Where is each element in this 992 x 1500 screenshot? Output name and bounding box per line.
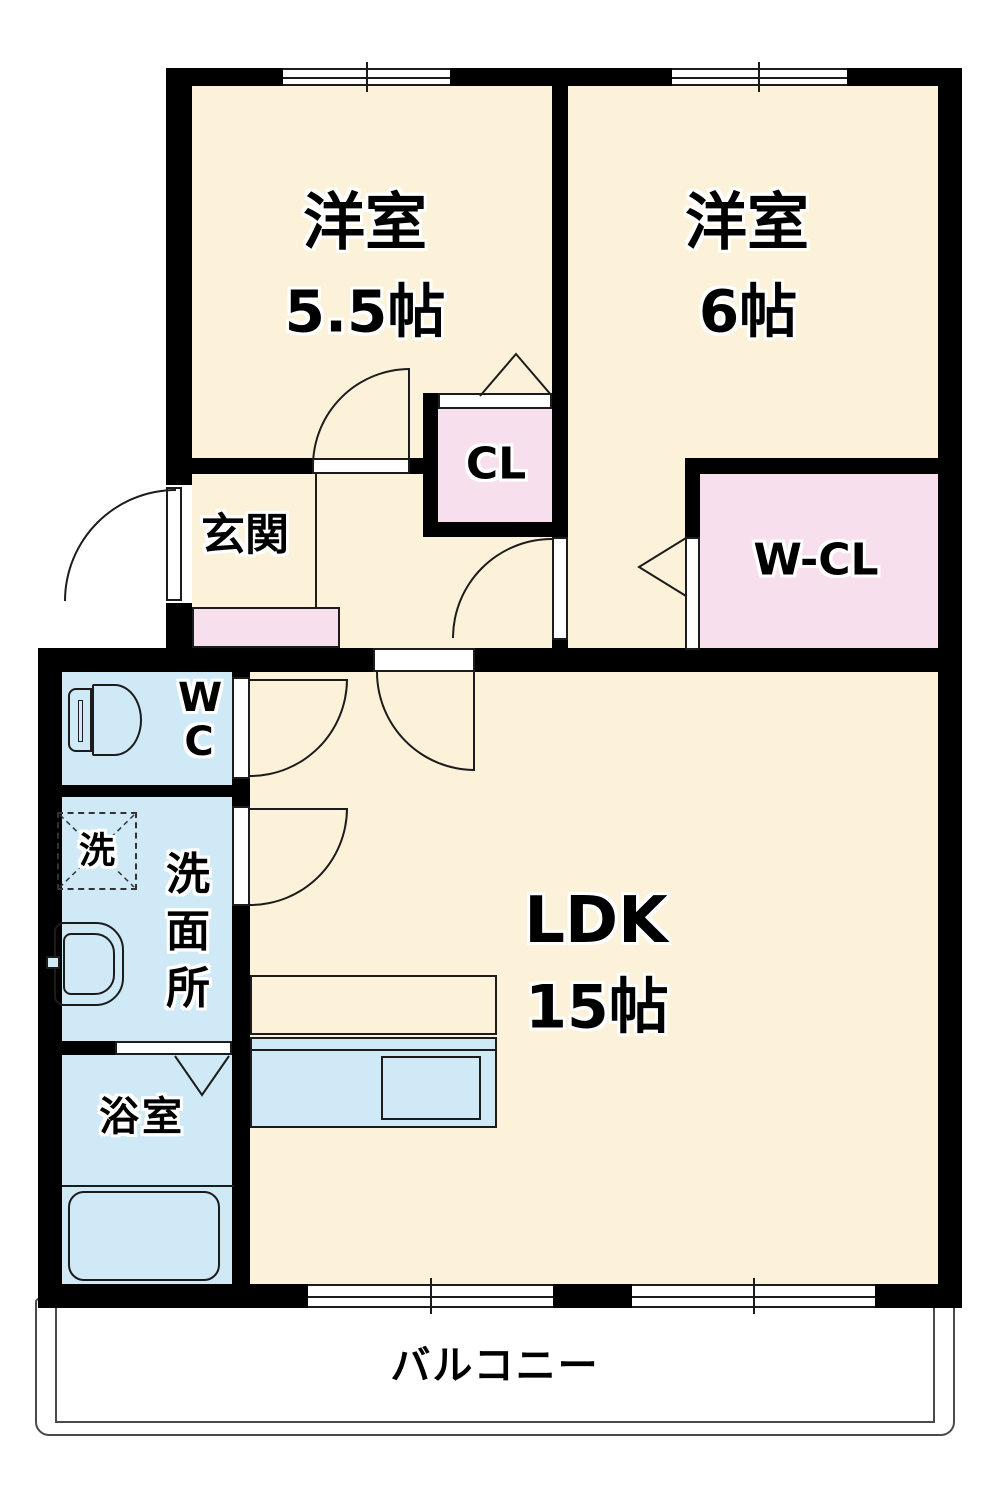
entrance-label: 玄関 [201, 509, 289, 561]
toilet-door-leaf [232, 677, 250, 779]
bedroom1-size-label: 5.5帖 [284, 277, 446, 346]
balcony-outline [35, 1298, 955, 1436]
washing-machine-icon [57, 812, 137, 890]
walk-in-closet-floor [698, 474, 938, 648]
balcony-label: バルコニー [390, 1343, 600, 1389]
wall-closet-left [423, 393, 438, 537]
ldk-size-label: 15帖 [525, 972, 669, 1043]
wall-right [938, 68, 962, 1308]
window-bedroom2-center-tick [758, 62, 760, 92]
kitchen-sink [381, 1056, 481, 1120]
kitchen-unit [250, 1037, 497, 1128]
window-bedroom1-center-tick [366, 62, 368, 92]
wall-washroom-bath-divider [62, 1041, 115, 1055]
closet-floor [438, 407, 552, 524]
closet-door-track [438, 393, 552, 409]
kitchen-counter [250, 975, 497, 1035]
entrance-step-line [315, 472, 317, 607]
wash-basin-inner [63, 933, 115, 995]
toilet-bowl-icon [92, 684, 142, 756]
bathtub-icon [68, 1191, 220, 1281]
bathtub-edge-line [62, 1185, 234, 1187]
washroom-label: 洗面所 [166, 849, 210, 1014]
wall-mid-horizontal [38, 648, 962, 672]
toilet-label: WC [178, 675, 223, 765]
bathroom-door-track [115, 1041, 232, 1055]
bedroom2-size-label: 6帖 [698, 277, 798, 346]
window-ldk-left-center-tick [430, 1278, 432, 1314]
wall-wc-washroom-divider [62, 785, 234, 797]
entrance-door-arc [64, 489, 176, 601]
hall-ldk-door-leaf [373, 648, 475, 672]
kitchen-unit-line [252, 1049, 495, 1051]
ldk-label: LDK [524, 884, 668, 959]
toilet-tank-handle [78, 700, 83, 742]
wash-basin-tap [46, 956, 60, 969]
bathroom-label: 浴室 [99, 1094, 185, 1140]
bedroom2-door-leaf [552, 537, 568, 640]
entrance-shoe-cabinet [192, 607, 340, 648]
washer-label: 洗 [78, 830, 116, 872]
closet-label: CL [465, 438, 527, 490]
wall-closet-bottom [423, 522, 567, 537]
toilet-tank-icon [68, 688, 92, 752]
wcl-door-leaf [685, 537, 700, 650]
walk-in-closet-label: W-CL [753, 534, 879, 586]
window-ldk-right-center-tick [753, 1278, 755, 1314]
wall-wcl-top [685, 458, 938, 474]
washroom-door-leaf [232, 806, 250, 906]
bedroom2-label: 洋室 [684, 185, 810, 259]
bedroom1-label: 洋室 [302, 185, 428, 259]
